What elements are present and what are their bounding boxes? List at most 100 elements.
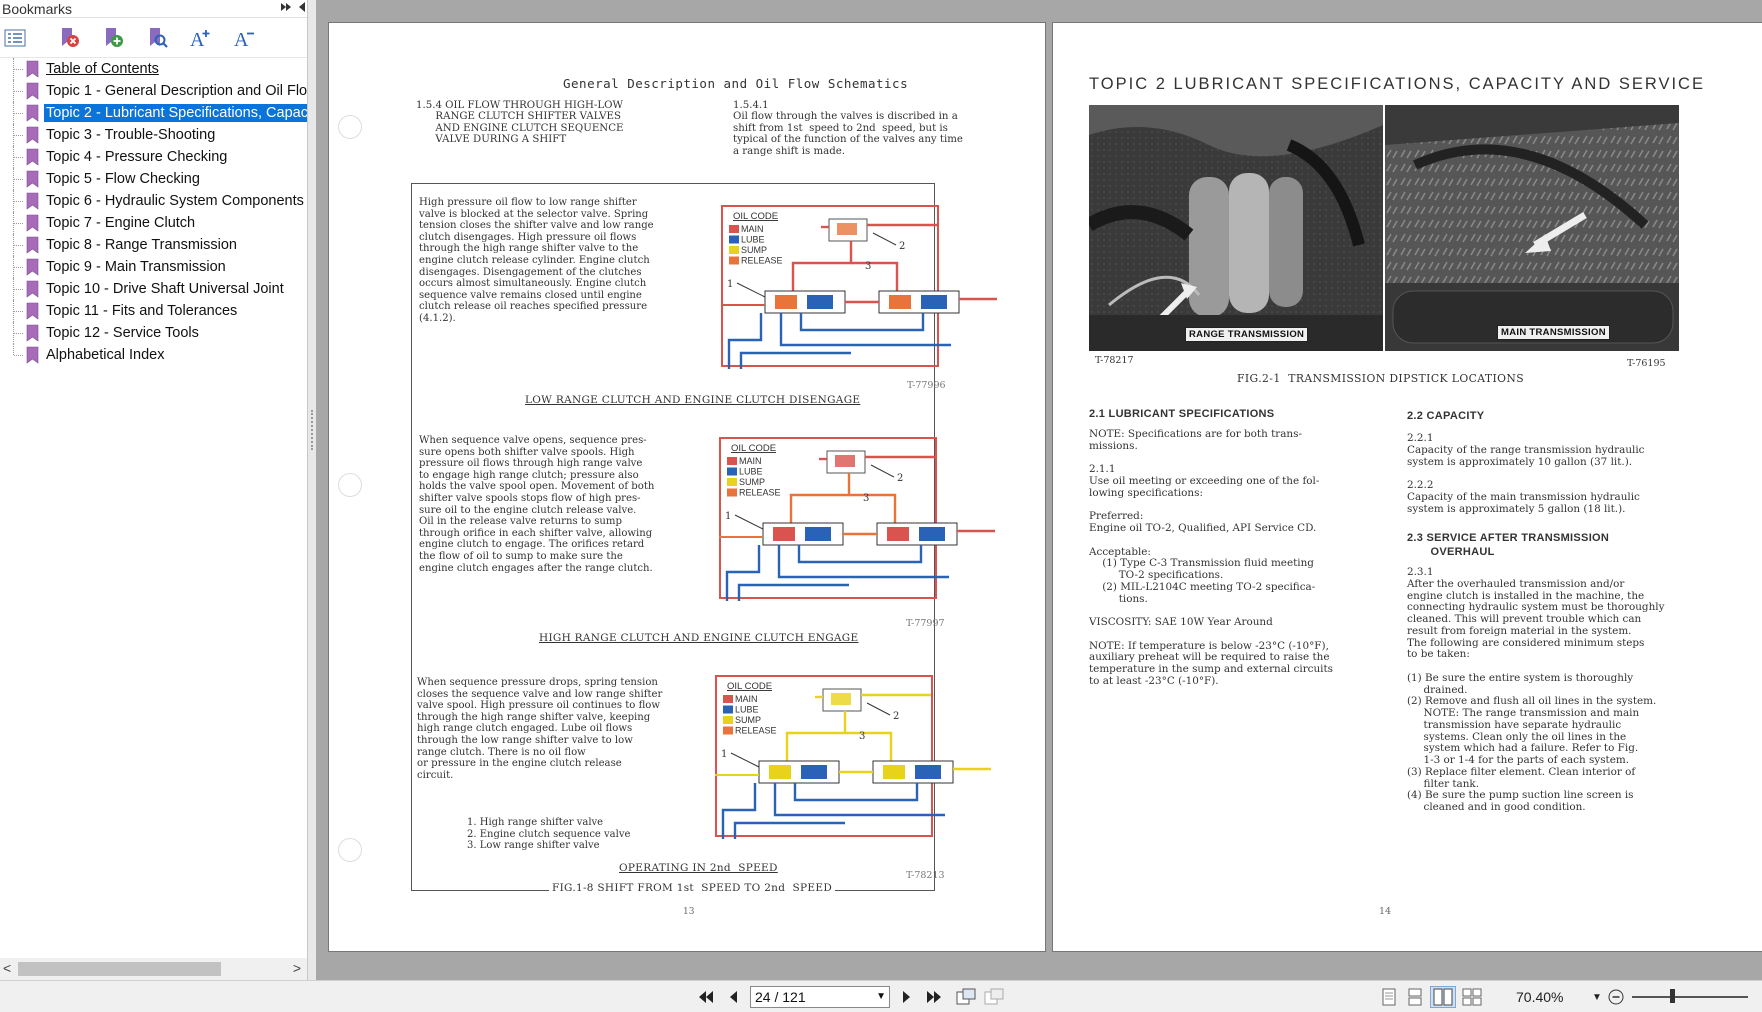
document-viewer[interactable]: General Description and Oil Flow Schemat… — [316, 0, 1762, 980]
continuous-facing-view-icon[interactable] — [1460, 986, 1484, 1008]
bottom-toolbar: 24 / 121 ▼ 70.40% ▼ — [0, 980, 1762, 1012]
collapse-panel-icon[interactable] — [297, 1, 307, 16]
bookmark-item[interactable]: Topic 12 - Service Tools — [0, 322, 307, 344]
svg-text:3: 3 — [865, 261, 871, 272]
svg-text:2: 2 — [899, 241, 905, 252]
panel-caption: LOW RANGE CLUTCH AND ENGINE CLUTCH DISEN… — [525, 394, 861, 406]
bookmark-item[interactable]: Topic 6 - Hydraulic System Components — [0, 190, 307, 212]
bookmark-item[interactable]: Topic 11 - Fits and Tolerances — [0, 300, 307, 322]
bookmark-item[interactable]: Topic 7 - Engine Clutch — [0, 212, 307, 234]
bookmark-item[interactable]: Topic 3 - Trouble-Shooting — [0, 124, 307, 146]
font-increase-icon[interactable]: A — [188, 26, 214, 50]
chevron-down-icon[interactable]: ▼ — [876, 991, 886, 1002]
two-page-view-icon[interactable] — [1430, 986, 1456, 1008]
fit-page-icon[interactable] — [954, 986, 978, 1008]
delete-bookmark-icon[interactable] — [56, 26, 82, 50]
zoom-slider-thumb[interactable] — [1670, 989, 1675, 1003]
svg-text:MAIN: MAIN — [739, 456, 762, 466]
tree-guide-line — [13, 102, 14, 124]
photo-ref: T-78217 — [1095, 355, 1134, 366]
scroll-left-icon[interactable]: < — [3, 960, 12, 976]
tree-guide-line — [13, 278, 14, 300]
bookmark-flag-icon — [26, 346, 39, 364]
bookmark-flag-icon — [26, 192, 39, 210]
first-page-icon[interactable] — [694, 986, 718, 1008]
bookmark-item[interactable]: Topic 10 - Drive Shaft Universal Joint — [0, 278, 307, 300]
page-number: 14 — [1379, 906, 1392, 917]
last-page-icon[interactable] — [922, 986, 946, 1008]
scroll-right-icon[interactable]: > — [292, 960, 301, 976]
continuous-view-icon[interactable] — [1404, 986, 1426, 1008]
svg-text:RELEASE: RELEASE — [739, 488, 781, 498]
single-page-view-icon[interactable] — [1378, 986, 1400, 1008]
bookmark-item[interactable]: Topic 4 - Pressure Checking — [0, 146, 307, 168]
svg-text:LUBE: LUBE — [739, 467, 763, 477]
page-14: TOPIC 2 LUBRICANT SPECIFICATIONS, CAPACI… — [1052, 22, 1762, 952]
tree-guide-line — [13, 212, 14, 234]
svg-text:MAIN: MAIN — [735, 694, 758, 704]
tree-guide-line — [13, 80, 14, 102]
bookmarks-panel: Bookmarks A A — [0, 0, 308, 980]
zoom-dropdown-icon[interactable]: ▼ — [1592, 991, 1602, 1003]
svg-text:RELEASE: RELEASE — [735, 726, 777, 736]
photo-label: MAIN TRANSMISSION — [1497, 325, 1610, 340]
fit-width-icon[interactable] — [982, 986, 1006, 1008]
bookmark-flag-icon — [26, 258, 39, 276]
range-transmission-photo: RANGE TRANSMISSION — [1089, 105, 1383, 351]
bookmark-flag-icon — [26, 280, 39, 298]
bookmark-item[interactable]: Topic 9 - Main Transmission — [0, 256, 307, 278]
tree-branch-line — [14, 333, 23, 334]
bookmark-item[interactable]: Alphabetical Index — [0, 344, 307, 366]
page-number-input[interactable]: 24 / 121 ▼ — [750, 986, 890, 1008]
zoom-out-icon[interactable] — [1606, 986, 1626, 1008]
svg-text:RELEASE: RELEASE — [741, 256, 783, 266]
svg-text:SUMP: SUMP — [739, 477, 765, 487]
photo-label: RANGE TRANSMISSION — [1185, 327, 1309, 342]
list-options-icon[interactable] — [2, 26, 28, 50]
panel-text: When sequence valve opens, sequence pres… — [419, 435, 655, 574]
svg-text:OIL CODE: OIL CODE — [733, 211, 778, 222]
bookmark-item[interactable]: Topic 1 - General Description and Oil Fl… — [0, 80, 307, 102]
zoom-level[interactable]: 70.40% — [1516, 989, 1564, 1005]
svg-text:3: 3 — [859, 731, 865, 742]
svg-text:1: 1 — [725, 511, 731, 522]
tree-branch-line — [14, 223, 23, 224]
find-bookmark-icon[interactable] — [144, 26, 170, 50]
page-13: General Description and Oil Flow Schemat… — [328, 22, 1046, 952]
next-page-icon[interactable] — [896, 986, 918, 1008]
panel-caption: HIGH RANGE CLUTCH AND ENGINE CLUTCH ENGA… — [539, 632, 859, 644]
bookmark-flag-icon — [26, 126, 39, 144]
zoom-slider[interactable] — [1632, 996, 1748, 998]
svg-text:LUBE: LUBE — [735, 705, 759, 715]
bookmark-label: Topic 3 - Trouble-Shooting — [46, 127, 216, 143]
previous-page-icon[interactable] — [722, 986, 744, 1008]
svg-text:2: 2 — [897, 473, 903, 484]
svg-text:1: 1 — [727, 279, 733, 290]
bookmark-item[interactable]: Topic 2 - Lubricant Specifications, Capa… — [0, 102, 307, 124]
tree-branch-line — [14, 113, 23, 114]
add-bookmark-icon[interactable] — [100, 26, 126, 50]
svg-text:A: A — [234, 29, 249, 49]
page-header: TOPIC 2 LUBRICANT SPECIFICATIONS, CAPACI… — [1089, 75, 1705, 93]
bookmark-item[interactable]: Topic 5 - Flow Checking — [0, 168, 307, 190]
bookmark-flag-icon — [26, 324, 39, 342]
scrollbar-thumb[interactable] — [18, 962, 221, 976]
font-decrease-icon[interactable]: A — [232, 26, 258, 50]
panel-options-icon[interactable] — [280, 1, 292, 16]
bookmark-label: Topic 10 - Drive Shaft Universal Joint — [46, 281, 284, 297]
sidebar-horizontal-scrollbar[interactable]: < > — [0, 958, 307, 980]
tree-guide-line — [13, 190, 14, 212]
tree-branch-line — [14, 289, 23, 290]
valve-legend-list: 1. High range shifter valve 2. Engine cl… — [467, 817, 631, 851]
bookmark-label: Topic 11 - Fits and Tolerances — [46, 303, 238, 319]
bookmark-flag-icon — [26, 104, 39, 122]
bookmark-flag-icon — [26, 82, 39, 100]
section-body: 1.5.4.1 Oil flow through the valves is d… — [733, 100, 963, 157]
bookmark-item[interactable]: Table of Contents — [0, 58, 307, 80]
bookmark-label: Alphabetical Index — [46, 347, 165, 363]
bookmark-item[interactable]: Topic 8 - Range Transmission — [0, 234, 307, 256]
panel-splitter[interactable] — [308, 0, 316, 980]
section-heading: 2.3 SERVICE AFTER TRANSMISSION OVERHAUL — [1407, 532, 1610, 558]
